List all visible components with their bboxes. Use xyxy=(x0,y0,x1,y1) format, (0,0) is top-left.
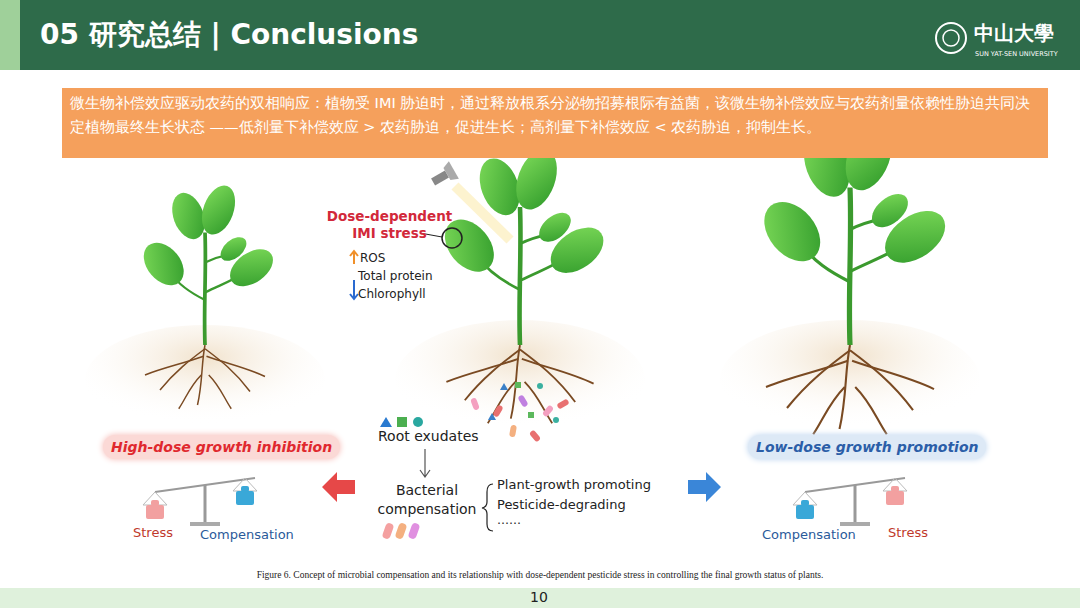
scale-label: Stress xyxy=(133,525,173,540)
stress-label: Dose-dependent IMI stress xyxy=(322,208,457,242)
scale-label: Stress xyxy=(888,525,928,540)
figure-caption: Figure 6. Concept of microbial compensat… xyxy=(0,570,1080,580)
exudate-label: Root exudates xyxy=(378,428,479,444)
scale-label: Compensation xyxy=(762,527,856,542)
function-label: …… xyxy=(497,513,521,527)
node-text: Low-dose growth promotion xyxy=(756,439,978,455)
function-label: Plant-growth promoting xyxy=(497,477,651,492)
effect-label: ROS xyxy=(360,251,385,265)
logo-text: 中山大學 xyxy=(974,20,1054,47)
page-number: 10 xyxy=(530,589,548,605)
node-text: 微生物补偿效应驱动农药的双相响应：植物受 IMI 胁迫时，通过释放根系分泌物招募… xyxy=(70,91,1040,139)
slide-title: 05 研究总结 | Conclusions xyxy=(40,16,418,54)
logo-subtext: SUN YAT-SEN UNIVERSITY xyxy=(975,50,1058,58)
compensation-label: Bacterial compensation xyxy=(372,481,482,519)
high-dose-pill: High-dose growth inhibition xyxy=(103,435,340,459)
summary-banner: 微生物补偿效应驱动农药的双相响应：植物受 IMI 胁迫时，通过释放根系分泌物招募… xyxy=(62,88,1048,158)
low-dose-pill: Low-dose growth promotion xyxy=(748,435,986,459)
scale-label: Compensation xyxy=(200,527,294,542)
function-label: Pesticide-degrading xyxy=(497,497,626,512)
node-text: High-dose growth inhibition xyxy=(111,439,332,455)
effect-label: Chlorophyll xyxy=(358,287,426,301)
effect-label: Total protein xyxy=(358,269,433,283)
